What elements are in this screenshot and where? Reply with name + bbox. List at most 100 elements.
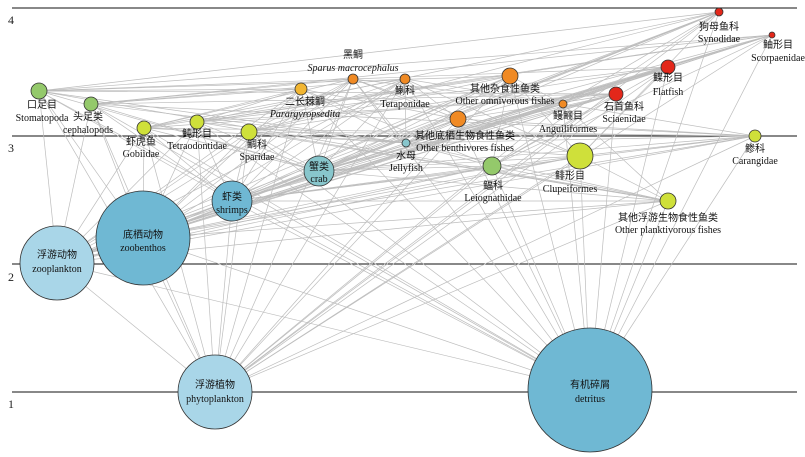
link-clupeiformes-teraponidae <box>404 78 581 157</box>
node-crab[interactable] <box>303 155 335 187</box>
label-en-parargyrops: Parargyropsedita <box>269 109 340 120</box>
label-zh-anguilliformes: 鳗鲡目 <box>553 109 583 122</box>
label-en-omnivorous: Other omnivorous fishes <box>456 96 555 107</box>
link-sparidae-planktivorous <box>248 131 669 202</box>
label-zh-leiognathidae: 鲾科 <box>483 179 503 192</box>
link-cephalopods-carangidae <box>90 103 756 137</box>
link-anguilliformes-planktivorous <box>562 103 669 202</box>
label-zh-carangidae: 鲹科 <box>745 142 765 155</box>
link-jellyfish-sciaenidae <box>405 93 617 144</box>
link-zoobenthos-leiognathidae <box>142 165 493 239</box>
link-crab-gobiidae <box>143 127 320 172</box>
node-zoobenthos[interactable] <box>95 190 191 286</box>
node-shrimps[interactable] <box>211 180 253 222</box>
link-anguilliformes-synodidae <box>562 11 720 105</box>
label-zh-sparidae: 鲷科 <box>247 138 267 151</box>
node-zooplankton[interactable] <box>19 225 95 301</box>
label-zh-detritus: 有机碎屑 <box>570 378 610 391</box>
link-detritus-shrimps <box>231 200 591 391</box>
node-scorpaenidae[interactable] <box>768 31 776 39</box>
label-zh-zoobenthos: 底栖动物 <box>123 228 163 241</box>
node-planktivorous[interactable] <box>659 192 677 210</box>
link-jellyfish-gobiidae <box>143 127 407 144</box>
link-detritus-zoobenthos <box>142 237 591 391</box>
link-tetraodontidae-scorpaenidae <box>196 34 773 123</box>
label-zh-tetraodontidae: 鲀形目 <box>182 127 212 140</box>
link-leiognathidae-parargyrops <box>300 88 493 167</box>
label-en-leiognathidae: Leiognathidae <box>464 193 522 204</box>
node-anguilliformes[interactable] <box>558 99 568 109</box>
node-tetraodontidae[interactable] <box>189 114 205 130</box>
label-zh-clupeiformes: 鲱形目 <box>555 169 585 182</box>
link-phytoplankton-leiognathidae <box>214 165 493 393</box>
link-stomatopoda-scorpaenidae <box>38 34 773 92</box>
link-anguilliformes-sparus <box>352 78 564 105</box>
feeding-links <box>38 11 773 393</box>
node-clupeiformes[interactable] <box>566 142 594 170</box>
node-leiognathidae[interactable] <box>482 156 502 176</box>
link-cephalopods-sciaenidae <box>90 93 617 105</box>
node-sciaenidae[interactable] <box>608 86 624 102</box>
link-anguilliformes-flatfish <box>562 66 669 105</box>
label-en-zoobenthos: zoobenthos <box>120 243 166 254</box>
node-flatfish[interactable] <box>660 59 676 75</box>
link-sparidae-synodidae <box>248 11 720 133</box>
label-en-cephalopods: cephalopods <box>63 125 113 136</box>
label-en-sciaenidae: Sciaenidae <box>602 114 646 125</box>
node-sparidae[interactable] <box>240 123 258 141</box>
link-crab-anguilliformes <box>318 103 564 172</box>
label-zh-gobiidae: 虾虎鱼 <box>126 135 156 148</box>
label-zh-parargyrops: 二长棘鲷 <box>285 95 325 108</box>
link-crab-carangidae <box>318 135 756 172</box>
link-phytoplankton-carangidae <box>214 135 756 393</box>
label-en-phytoplankton: phytoplankton <box>186 394 244 405</box>
label-zh-benthivores: 其他底栖生物食性鱼类 <box>415 129 515 142</box>
node-synodidae[interactable] <box>714 7 724 17</box>
node-detritus[interactable] <box>527 327 653 453</box>
link-phytoplankton-sparidae <box>214 131 250 393</box>
label-zh-synodidae: 狗母鱼科 <box>699 20 739 33</box>
label-en-sparus: Sparus macrocephalus <box>307 63 398 74</box>
link-clupeiformes-omnivorous <box>509 75 581 157</box>
label-en-clupeiformes: Clupeiformes <box>543 184 598 195</box>
label-en-crab: crab <box>310 174 327 185</box>
link-phytoplankton-omnivorous <box>214 75 511 393</box>
node-stomatopoda[interactable] <box>30 82 48 100</box>
link-zoobenthos-clupeiformes <box>142 155 581 239</box>
node-omnivorous[interactable] <box>501 67 519 85</box>
label-en-carangidae: Carangidae <box>732 156 778 167</box>
node-carangidae[interactable] <box>748 129 762 143</box>
link-benthivores-teraponidae <box>404 78 459 120</box>
link-clupeiformes-planktivorous <box>579 155 669 202</box>
label-en-benthivores: Other benthivores fishes <box>416 143 514 154</box>
label-zh-phytoplankton: 浮游植物 <box>195 378 235 391</box>
node-parargyrops[interactable] <box>294 82 308 96</box>
link-crab-omnivorous <box>318 75 511 172</box>
link-leiognathidae-scorpaenidae <box>491 34 773 167</box>
link-detritus-cephalopods <box>90 103 591 391</box>
link-benthivores-scorpaenidae <box>457 34 773 120</box>
node-phytoplankton[interactable] <box>177 354 253 430</box>
link-clupeiformes-flatfish <box>579 66 669 157</box>
node-sparus[interactable] <box>347 73 359 85</box>
node-teraponidae[interactable] <box>399 73 411 85</box>
link-gobiidae-sparus <box>143 78 354 129</box>
node-benthivores[interactable] <box>449 110 467 128</box>
link-tetraodontidae-parargyrops <box>196 88 302 123</box>
link-shrimps-flatfish <box>231 66 669 202</box>
trophic-level-1: 1 <box>8 397 14 411</box>
link-zoobenthos-planktivorous <box>142 200 669 239</box>
label-en-sparidae: Sparidae <box>240 152 276 163</box>
label-en-stomatopoda: Stomatopoda <box>16 113 69 124</box>
link-stomatopoda-parargyrops <box>38 88 302 92</box>
link-crab-clupeiformes <box>318 155 581 172</box>
node-cephalopods[interactable] <box>83 96 99 112</box>
node-gobiidae[interactable] <box>136 120 152 136</box>
link-clupeiformes-sparus <box>352 78 581 157</box>
label-en-anguilliformes: Anguiliformes <box>539 124 597 135</box>
link-phytoplankton-sciaenidae <box>214 93 617 393</box>
node-jellyfish[interactable] <box>401 138 411 148</box>
link-detritus-gobiidae <box>143 127 591 391</box>
